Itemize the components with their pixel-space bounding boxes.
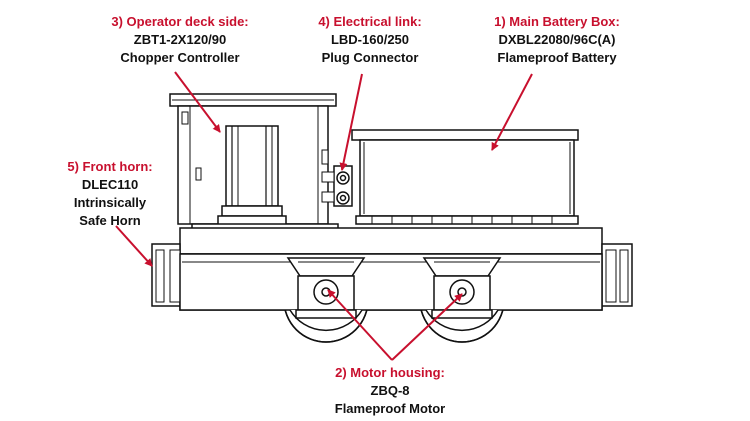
- plug-connector: [321, 165, 353, 207]
- callout-heading: 2) Motor housing:: [335, 365, 445, 380]
- callout-heading: 5) Front horn:: [67, 159, 153, 174]
- axle-box-front: [295, 309, 357, 319]
- arrow-battery: [491, 73, 533, 151]
- callout-description: Flameproof Motor: [334, 401, 446, 416]
- arrow-motor-rear: [391, 293, 463, 361]
- callout-model: ZBT1-2X120/90: [133, 32, 227, 47]
- callout-heading: 3) Operator deck side:: [111, 14, 249, 29]
- arrow-operator: [174, 71, 221, 133]
- callout-heading: 4) Electrical link:: [318, 14, 422, 29]
- callout-model: LBD-160/250: [330, 32, 410, 47]
- rear-buffer: [601, 243, 633, 307]
- chopper-controller: [217, 125, 287, 227]
- motor-housing-front: [286, 257, 366, 311]
- callout-model: DLEC110: [81, 177, 139, 192]
- callout-model: DXBL22080/96C(A): [498, 32, 616, 47]
- callout-motor: 2) Motor housing: ZBQ-8 Flameproof Motor: [310, 364, 470, 418]
- callout-description-2: Safe Horn: [79, 213, 141, 228]
- callout-electrical: 4) Electrical link: LBD-160/250 Plug Con…: [300, 13, 440, 67]
- callout-operator: 3) Operator deck side: ZBT1-2X120/90 Cho…: [80, 13, 280, 67]
- axle-box-rear: [431, 309, 493, 319]
- callout-battery: 1) Main Battery Box: DXBL22080/96C(A) Fl…: [452, 13, 662, 67]
- arrow-motor-front: [327, 289, 393, 361]
- arrow-horn: [115, 225, 153, 267]
- arrow-electrical: [339, 73, 363, 171]
- callout-description: Plug Connector: [321, 50, 419, 65]
- motor-housing-rear: [422, 257, 502, 311]
- callout-model: ZBQ-8: [370, 383, 410, 398]
- battery-box: [351, 129, 579, 225]
- callout-description: Chopper Controller: [120, 50, 240, 65]
- callout-description: Flameproof Battery: [497, 50, 617, 65]
- cab-roof: [169, 93, 337, 107]
- callout-horn: 5) Front horn: DLEC110 Intrinsically Saf…: [50, 158, 170, 230]
- callout-heading: 1) Main Battery Box:: [494, 14, 620, 29]
- front-horn: [151, 243, 181, 307]
- callout-description: Intrinsically: [73, 195, 147, 210]
